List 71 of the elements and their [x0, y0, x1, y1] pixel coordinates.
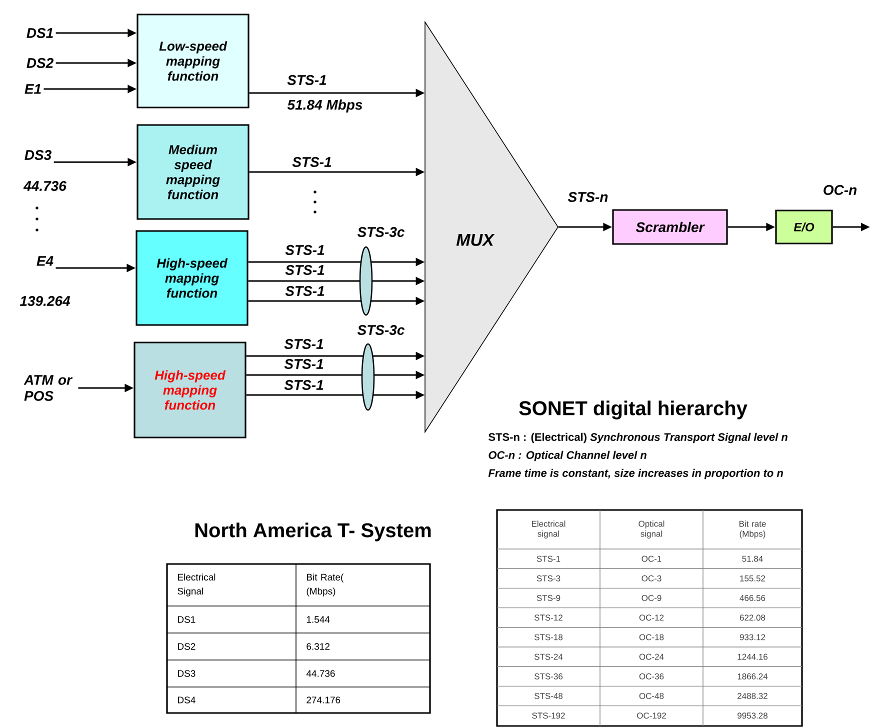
function-box: Medium speed mapping function	[136, 124, 250, 220]
note-text: OC-n : Optical Channel level n	[488, 450, 646, 462]
edge-label: STS-1	[285, 265, 324, 275]
table-cell: STS-9	[536, 595, 560, 601]
table-cell: DS3	[178, 670, 196, 677]
edge-label: STS-1	[284, 359, 324, 369]
table-cell: 9953.28	[738, 712, 768, 719]
edge-label: STS-1	[287, 75, 326, 85]
table-cell: 155.52	[740, 575, 766, 582]
table-cell: OC-36	[639, 673, 664, 680]
rate-label: 44.736	[23, 181, 66, 191]
table-cell: OC-48	[639, 693, 664, 699]
signal-label: E1	[24, 84, 41, 94]
table-cell: DS1	[178, 616, 196, 623]
table-cell: OC-192	[637, 712, 666, 719]
table-cell: STS-3	[536, 575, 560, 582]
table-cell: OC-3	[642, 575, 662, 582]
rate-label: 51.84 Mbps	[287, 99, 362, 113]
table-cell: STS-24	[534, 654, 563, 660]
edge-label: STS-1	[285, 286, 324, 296]
signal-label: DS3	[24, 150, 52, 160]
signal-label: ATM or POS	[24, 375, 73, 401]
edge-label: STS-n	[568, 192, 608, 202]
edge-label: STS-1	[284, 380, 324, 390]
edge-label: OC-n	[824, 185, 857, 195]
table-cell: DS4	[178, 696, 196, 704]
table-cell: Electrical signal	[532, 520, 566, 538]
edge-label: STS-1	[292, 157, 332, 167]
table-cell: 51.84	[742, 556, 763, 562]
bundle-label: STS-3c	[357, 325, 405, 335]
signal-label: DS2	[26, 58, 54, 68]
note-text: Frame time is constant, size increases in proportion to n	[488, 468, 783, 480]
table-cell: Optical signal	[638, 520, 664, 538]
table-cell: STS-192	[532, 712, 565, 719]
function-box: Low-speed mapping function	[136, 14, 250, 108]
rate-label: 139.264	[20, 296, 70, 306]
table-cell: 2488.32	[738, 693, 768, 699]
table-cell: 6.312	[306, 643, 330, 650]
function-box: Scrambler	[612, 209, 728, 245]
table-cell: 622.08	[740, 614, 766, 621]
table-cell: 933.12	[740, 634, 766, 640]
function-box: High-speed mapping function	[136, 230, 248, 326]
table-cell: 1866.24	[738, 673, 768, 680]
table-cell: 466.56	[740, 595, 766, 601]
function-box: E/O	[775, 210, 833, 244]
table-cell: OC-12	[639, 614, 664, 621]
note-text: STS-n : (Electrical) Synchronous Transport Signal level n	[488, 432, 788, 444]
table-cell: STS-48	[534, 693, 563, 699]
table-cell: STS-36	[534, 673, 563, 680]
table-cell: 274.176	[306, 696, 340, 704]
edge-label: STS-1	[285, 245, 324, 255]
table-cell: STS-1	[536, 556, 560, 562]
table-cell: 1244.16	[738, 654, 768, 660]
section-title: North America T- System	[195, 522, 431, 542]
signal-label: DS1	[26, 28, 53, 38]
bundle-label: STS-3c	[357, 227, 405, 237]
table-cell: OC-24	[639, 654, 664, 660]
table-cell: DS2	[178, 643, 196, 650]
table-cell: STS-12	[534, 614, 562, 621]
signal-label: E4	[36, 256, 54, 266]
table-cell: 44.736	[306, 670, 335, 677]
table-cell: Bit Rate( (Mbps)	[306, 574, 344, 596]
edge-label: STS-1	[284, 339, 324, 349]
function-box: High-speed mapping function	[134, 342, 246, 438]
table-cell: Bit rate (Mbps)	[740, 520, 766, 538]
table-cell: Electrical Signal	[178, 574, 216, 596]
table-cell: 1.544	[306, 616, 330, 623]
table-cell: OC-18	[639, 634, 664, 640]
table-cell: OC-9	[642, 595, 662, 601]
table-cell: STS-18	[534, 634, 563, 640]
table-cell: OC-1	[642, 556, 662, 562]
